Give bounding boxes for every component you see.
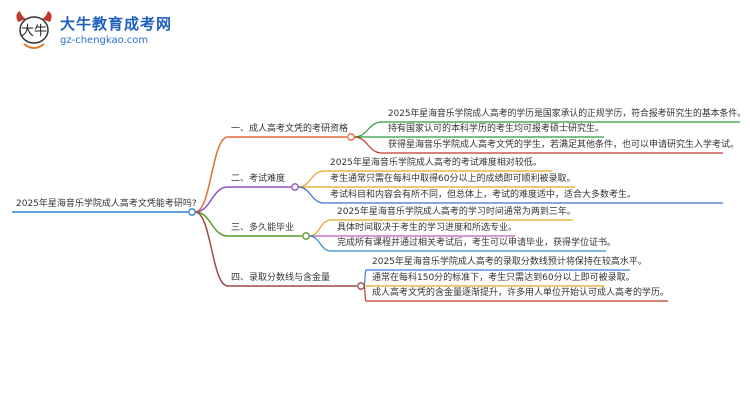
edge-branch-1-leaf-1 xyxy=(353,121,383,138)
brand-name: 大牛教育成考网 xyxy=(60,15,173,33)
leaf-1-3[interactable]: 获得星海音乐学院成人高考文凭的学生，若满足其他条件，也可以申请研究生入学考试。 xyxy=(388,140,740,150)
edge-branch-4-leaf-3 xyxy=(363,285,367,302)
leaf-1-1[interactable]: 2025年星海音乐学院成人高考的学历是国家承认的正规学历，符合报考研究生的基本条… xyxy=(388,109,746,119)
root-node-dot[interactable] xyxy=(188,208,196,216)
edge-branch-3-leaf-3 xyxy=(308,235,332,252)
edge-root-branch-4 xyxy=(194,211,229,287)
edge-branch-2-leaf-3 xyxy=(297,186,325,204)
edge-branch-3-leaf-1 xyxy=(308,219,332,237)
edge-branch-1-leaf-3 xyxy=(353,136,383,154)
root-topic[interactable]: 2025年星海音乐学院成人高考文凭能考研吗? xyxy=(16,199,197,209)
leaf-3-1[interactable]: 2025年星海音乐学院成人高考的学习时间通常为两到三年。 xyxy=(337,207,576,217)
branch-topic-4[interactable]: 四、录取分数线与含金量 xyxy=(231,273,331,283)
leaf-4-2[interactable]: 通常在每科150分的标准下，考生只需达到60分以上即可被录取。 xyxy=(372,273,635,283)
bull-mascot-icon: 大牛 xyxy=(16,11,52,49)
branch-node-dot-1[interactable] xyxy=(347,133,355,141)
branch-topic-3[interactable]: 三、多久能毕业 xyxy=(231,223,295,233)
mind-map-edges xyxy=(12,121,740,302)
branch-node-dot-4[interactable] xyxy=(357,282,365,290)
brand-url: gz-chengkao.com xyxy=(60,35,149,46)
mind-map-nodes xyxy=(188,133,365,290)
site-logo[interactable]: 大牛 大牛教育成考网 gz-chengkao.com xyxy=(12,8,212,54)
leaf-4-1[interactable]: 2025年星海音乐学院成人高考的录取分数线预计将保持在较高水平。 xyxy=(372,257,647,267)
leaf-3-3[interactable]: 完成所有课程并通过相关考试后，考生可以申请毕业，获得学位证书。 xyxy=(337,238,617,248)
leaf-2-3[interactable]: 考试科目和内容会有所不同，但总体上，考试的难度适中，适合大多数考生。 xyxy=(330,190,637,200)
leaf-2-1[interactable]: 2025年星海音乐学院成人高考的考试难度相对较低。 xyxy=(330,158,542,168)
edge-branch-4-leaf-1 xyxy=(363,269,367,287)
branch-node-dot-3[interactable] xyxy=(302,232,310,240)
branch-topic-1[interactable]: 一、成人高考文凭的考研资格 xyxy=(231,124,349,134)
leaf-3-2[interactable]: 具体时间取决于考生的学习进度和所选专业。 xyxy=(337,223,518,233)
edge-branch-2-leaf-1 xyxy=(297,170,325,188)
edge-root-branch-1 xyxy=(194,136,229,213)
branch-topic-2[interactable]: 二、考试难度 xyxy=(231,174,286,184)
leaf-1-2[interactable]: 持有国家认可的本科学历的考生均可报考硕士研究生。 xyxy=(388,124,605,134)
leaf-2-2[interactable]: 考生通常只需在每科中取得60分以上的成绩即可顺利被录取。 xyxy=(330,174,576,184)
edge-root-branch-2 xyxy=(194,186,229,213)
branch-node-dot-2[interactable] xyxy=(291,183,299,191)
mascot-text: 大牛 xyxy=(21,24,47,39)
leaf-4-3[interactable]: 成人高考文凭的含金量逐渐提升，许多用人单位开始认可成人高考的学历。 xyxy=(372,288,670,298)
